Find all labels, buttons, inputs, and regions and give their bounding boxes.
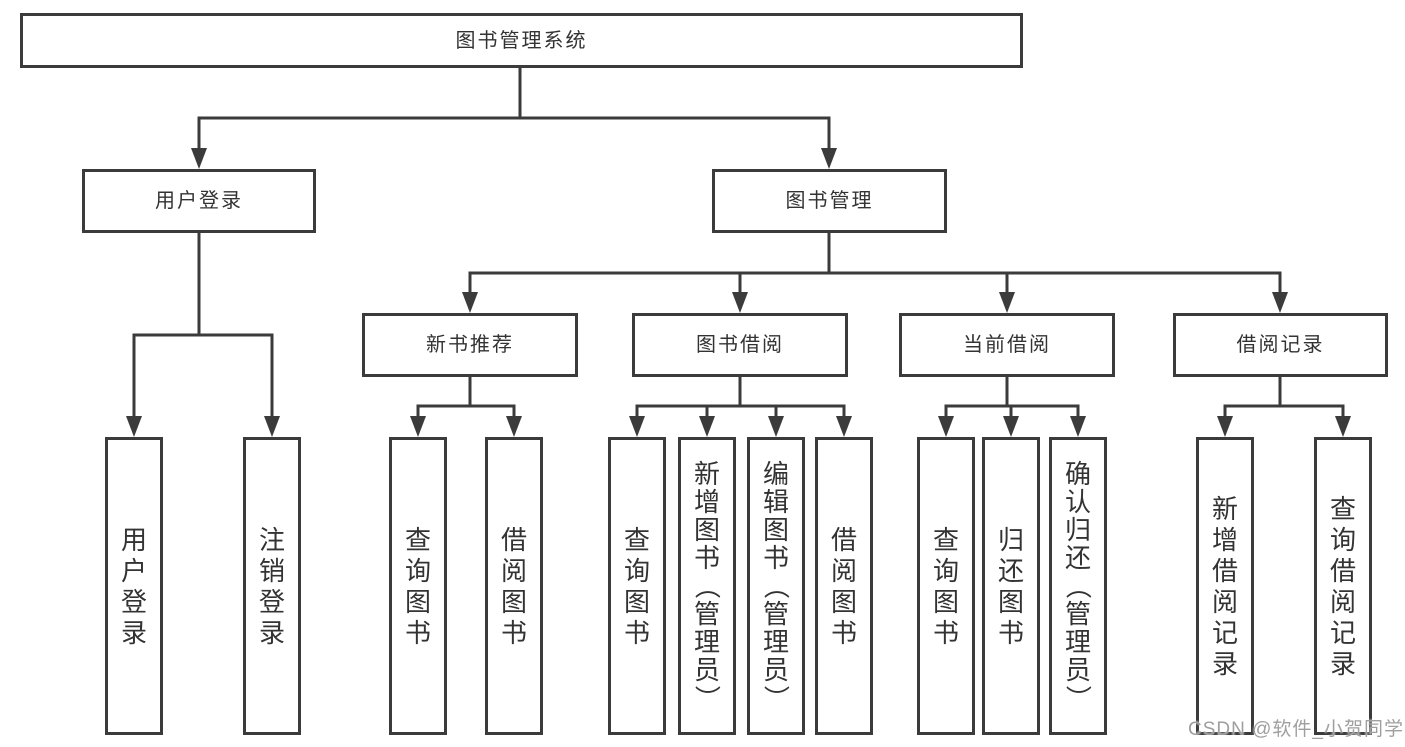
node-label: 确认归还（管理员） [1062, 459, 1093, 712]
node-current-return-books: 归还图书 [982, 437, 1040, 735]
node-new-book-recommend: 新书推荐 [362, 313, 578, 377]
node-library-system: 图书管理系统 [20, 13, 1023, 68]
node-label: 图书管理系统 [455, 29, 588, 52]
node-borrowing-borrow-books: 借阅图书 [815, 437, 873, 735]
node-label: 查询图书 [932, 524, 959, 648]
node-current-query-books: 查询图书 [917, 437, 975, 735]
node-label: 归还图书 [997, 524, 1024, 648]
node-user-login: 用户登录 [82, 169, 316, 233]
node-label: 注销登录 [258, 524, 285, 648]
node-label: 查询图书 [404, 524, 431, 648]
node-current-borrowing: 当前借阅 [899, 313, 1115, 377]
node-records-query-record: 查询借阅记录 [1314, 437, 1372, 735]
node-recommend-query-books: 查询图书 [389, 437, 447, 735]
node-label: 借阅图书 [500, 524, 527, 648]
node-label: 查询借阅记录 [1329, 493, 1356, 679]
node-label: 新增借阅记录 [1211, 493, 1238, 679]
node-label: 查询图书 [623, 524, 650, 648]
node-label: 当前借阅 [963, 334, 1051, 356]
node-current-confirm-return-admin: 确认归还（管理员） [1049, 437, 1107, 735]
node-label: 图书借阅 [696, 334, 784, 356]
node-borrowing-edit-books-admin: 编辑图书（管理员） [747, 437, 805, 735]
node-label: 用户登录 [155, 190, 243, 212]
watermark: CSDN @软件_小贺同学 [1188, 719, 1404, 740]
node-label: 新增图书（管理员） [691, 459, 722, 712]
node-borrowing-query-books: 查询图书 [608, 437, 666, 735]
node-book-management: 图书管理 [712, 169, 947, 233]
node-label: 用户登录 [120, 524, 147, 648]
node-user-login-leaf: 用户登录 [105, 437, 163, 735]
node-label: 新书推荐 [426, 334, 514, 356]
node-label: 编辑图书（管理员） [760, 459, 791, 712]
node-book-borrowing: 图书借阅 [632, 313, 848, 377]
node-label: 借阅记录 [1236, 334, 1325, 356]
node-borrowing-records: 借阅记录 [1173, 313, 1388, 377]
node-label: 借阅图书 [830, 524, 857, 648]
node-recommend-borrow-books: 借阅图书 [485, 437, 543, 735]
node-logout-leaf: 注销登录 [243, 437, 301, 735]
node-label: 图书管理 [785, 190, 874, 212]
node-borrowing-add-books-admin: 新增图书（管理员） [678, 437, 736, 735]
node-records-add-record: 新增借阅记录 [1196, 437, 1254, 735]
